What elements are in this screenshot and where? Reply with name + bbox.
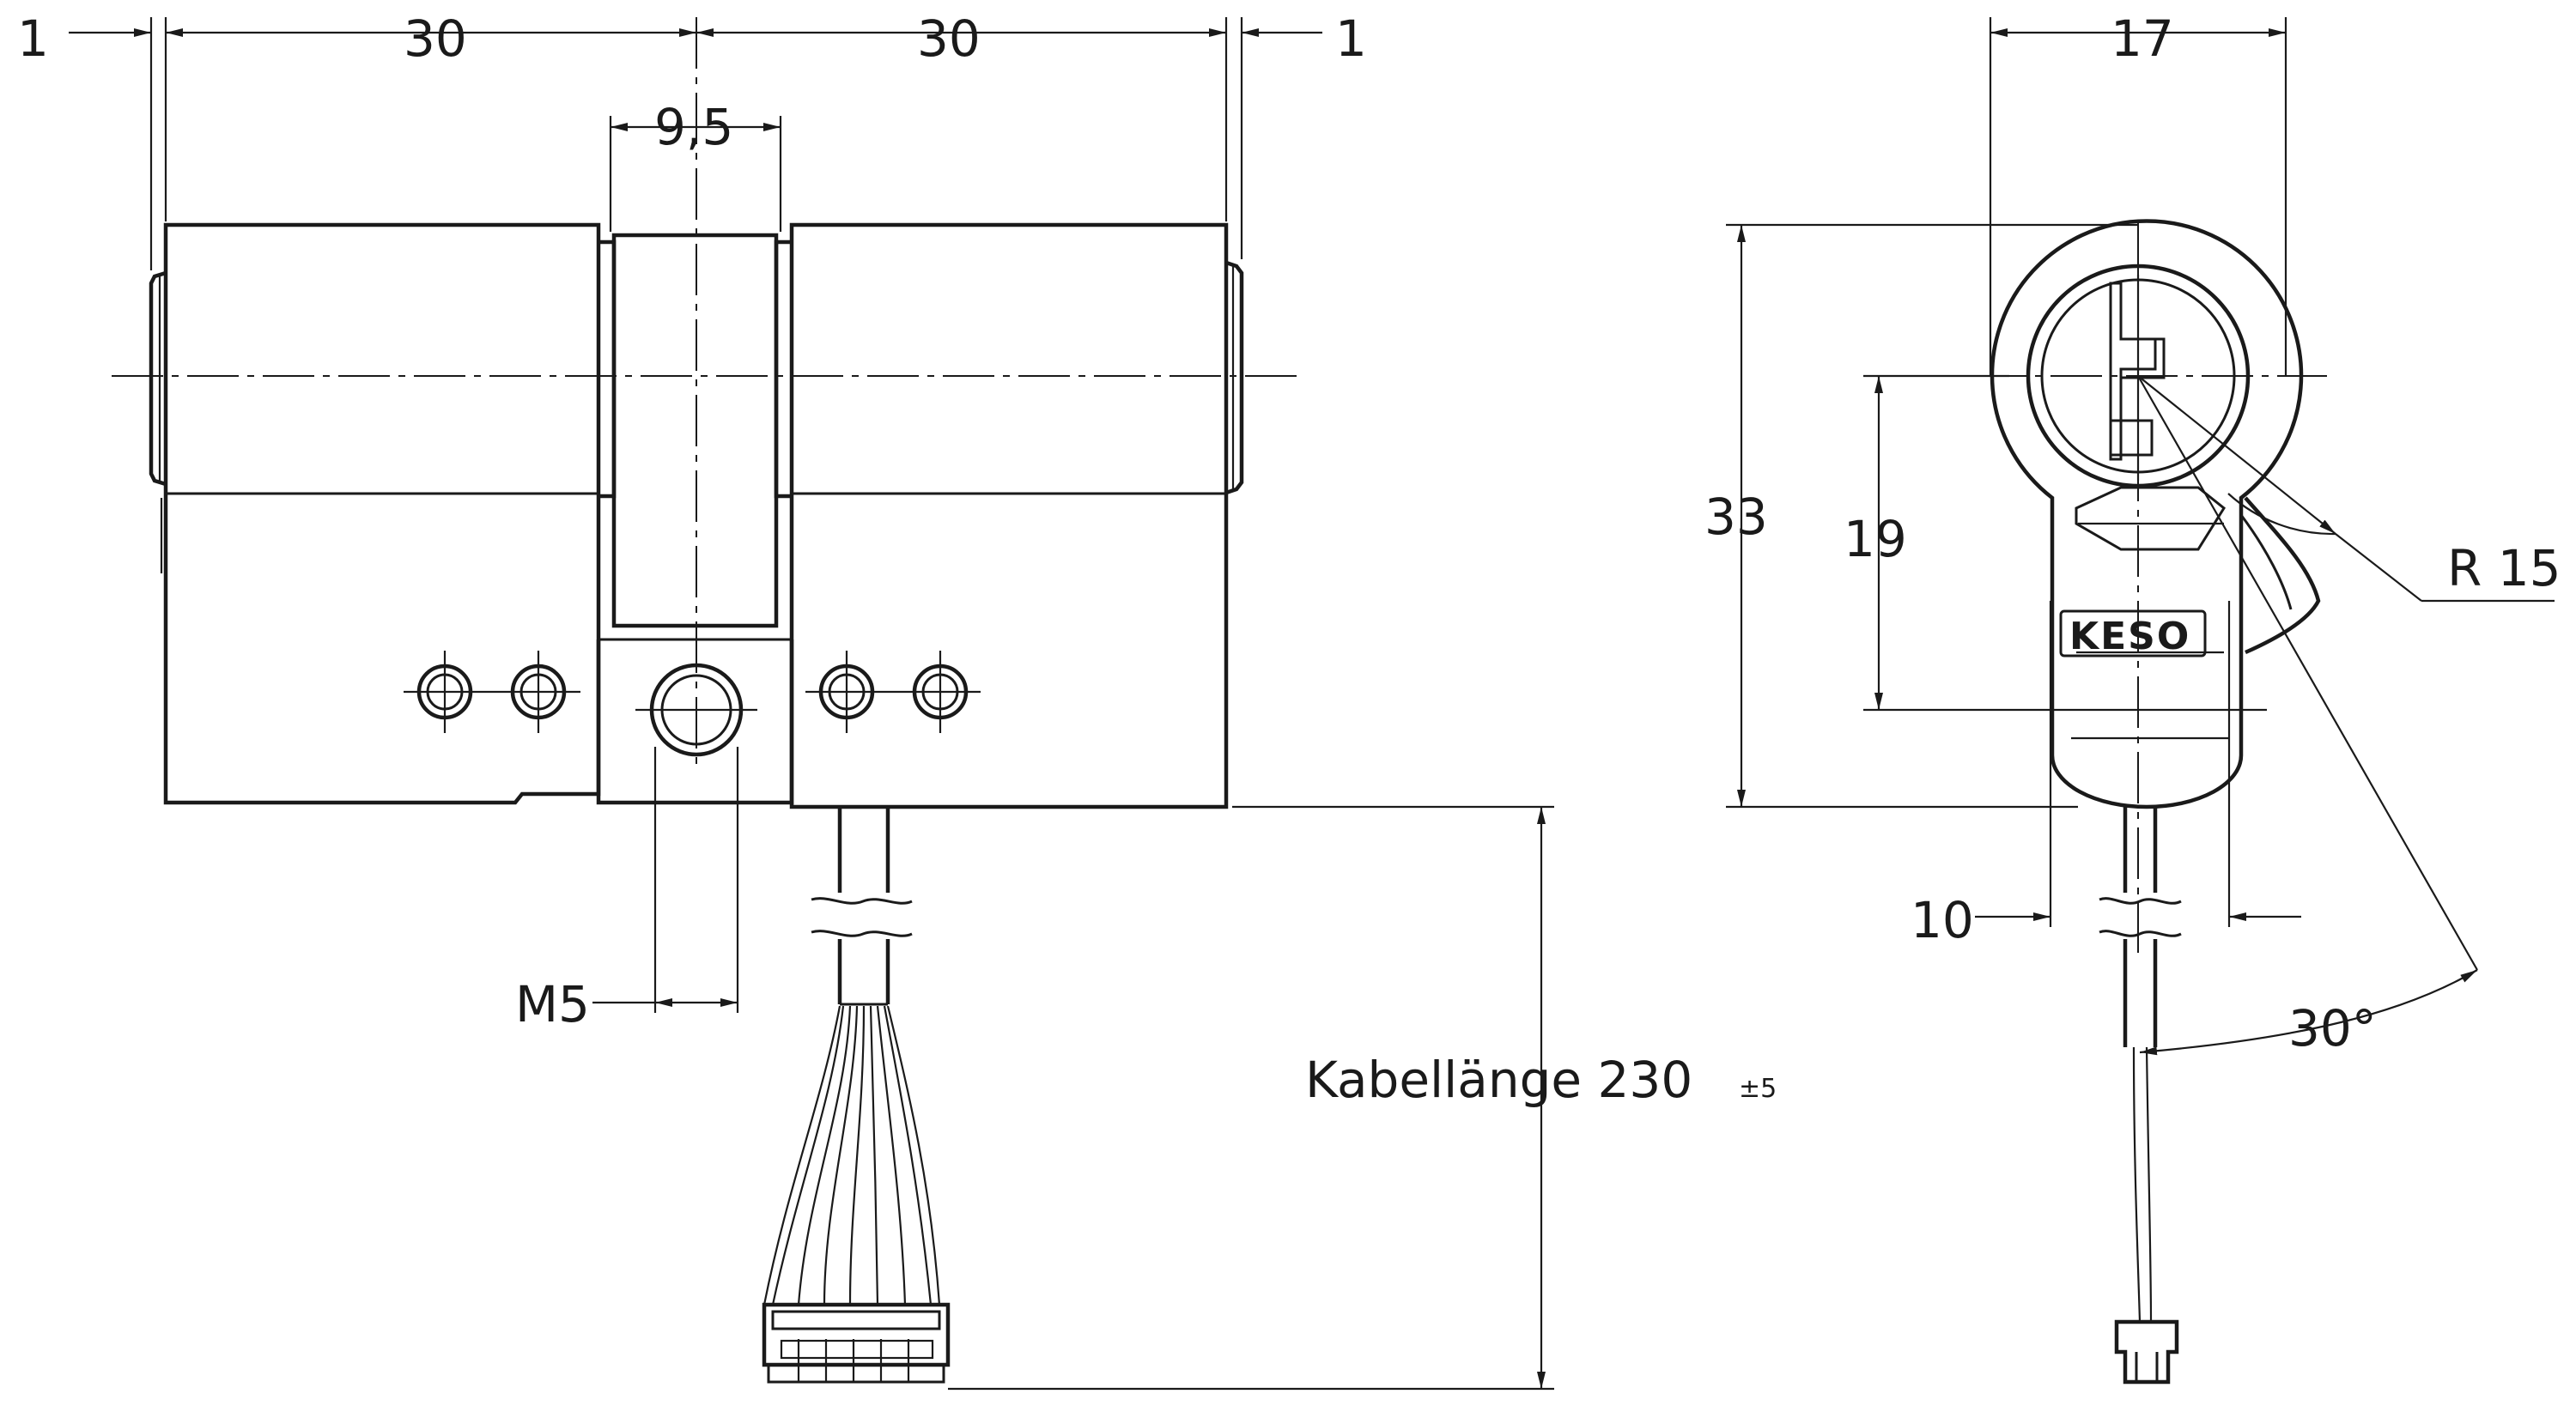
dim-center-to-bottom: 19 [1844, 510, 1907, 568]
dim-half-length-left: 30 [404, 9, 467, 68]
side-view-dimensions [69, 17, 1554, 1391]
dim-total-height: 33 [1704, 488, 1768, 546]
brand-logo: KESO [2069, 615, 2190, 658]
profile-view-dimensions [1726, 17, 2555, 1056]
dim-right-offset: 1 [1335, 9, 1367, 68]
dim-bottom-width: 10 [1911, 891, 1974, 949]
dim-cable-tolerance: ±5 [1739, 1074, 1777, 1104]
dim-cam-radius: R 15 [2447, 539, 2561, 597]
cylinder-side-view [112, 17, 1301, 1384]
dim-cable-angle: 30° [2288, 999, 2377, 1058]
dim-cam-width: 9,5 [654, 98, 733, 156]
dim-left-offset: 1 [17, 9, 49, 68]
dim-cable-length: Kabellänge 230 [1305, 1051, 1692, 1109]
cable-connector [762, 1302, 951, 1384]
dim-screw-thread: M5 [515, 975, 590, 1033]
dim-profile-width: 17 [2111, 9, 2174, 68]
wire-bundle [762, 1005, 941, 1306]
dim-half-length-right: 30 [917, 9, 981, 68]
cylinder-profile-view: KESO [1975, 219, 2478, 1385]
